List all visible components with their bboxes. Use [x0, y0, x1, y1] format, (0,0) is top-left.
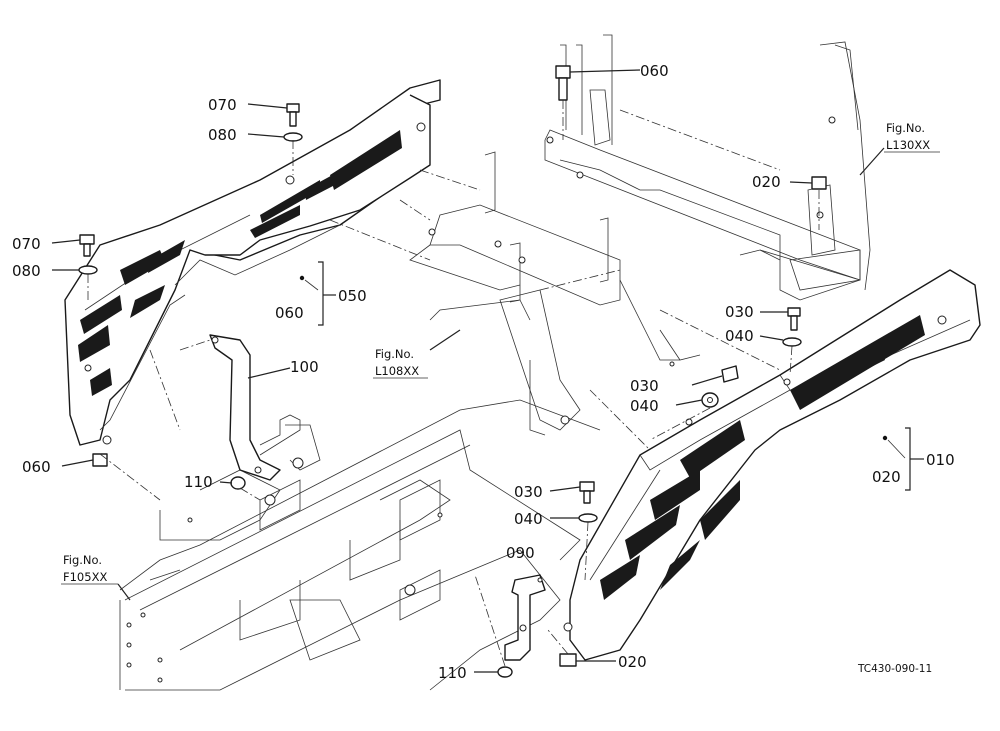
- fig-ref-l108-number: L108XX: [375, 364, 419, 378]
- callout-060-left: 060: [22, 458, 51, 476]
- fasteners: [78, 65, 827, 678]
- callout-090: 090: [506, 544, 535, 562]
- callout-040-c: 040: [514, 510, 543, 528]
- fig-ref-f105-caption: Fig.No.: [63, 553, 102, 567]
- callout-040-a: 040: [725, 327, 754, 345]
- callout-050: 050: [338, 287, 367, 305]
- callout-030-a: 030: [725, 303, 754, 321]
- fig-ref-l130-caption: Fig.No.: [886, 121, 925, 135]
- right-fender-010: [563, 269, 981, 661]
- callout-070-left: 070: [12, 235, 41, 253]
- left-fender-050: [64, 79, 441, 446]
- callout-080-top: 080: [208, 126, 237, 144]
- callout-100: 100: [290, 358, 319, 376]
- left-fender-mesh: [78, 130, 402, 396]
- callout-labels: 070 080 070 080 060 050 060 100 110 060 …: [12, 62, 955, 682]
- bracket-100: [209, 334, 321, 481]
- callout-060-top: 060: [640, 62, 669, 80]
- fig-ref-f105-number: F105XX: [63, 570, 107, 584]
- callout-110-bottom: 110: [438, 664, 467, 682]
- callout-060-of-050: 060: [275, 304, 304, 322]
- callout-020-right: 020: [752, 173, 781, 191]
- fig-ref-l108-caption: Fig.No.: [375, 347, 414, 361]
- callout-030-b: 030: [630, 377, 659, 395]
- figure-references: Fig.No. L130XX Fig.No. L108XX Fig.No. F1…: [61, 121, 940, 601]
- callout-030-c: 030: [514, 483, 543, 501]
- right-fender-mesh: [600, 315, 925, 600]
- callout-020-of-010: 020: [872, 468, 901, 486]
- bracket-090: [504, 574, 546, 661]
- callout-070-top: 070: [208, 96, 237, 114]
- callout-040-b: 040: [630, 397, 659, 415]
- drawing-code: TC430-090-11: [857, 663, 932, 675]
- fig-ref-l130-number: L130XX: [886, 138, 930, 152]
- callout-010: 010: [926, 451, 955, 469]
- callout-020-bottom: 020: [618, 653, 647, 671]
- callout-080-left: 080: [12, 262, 41, 280]
- leader-lines: [51, 69, 924, 673]
- callout-110-mid: 110: [184, 473, 213, 491]
